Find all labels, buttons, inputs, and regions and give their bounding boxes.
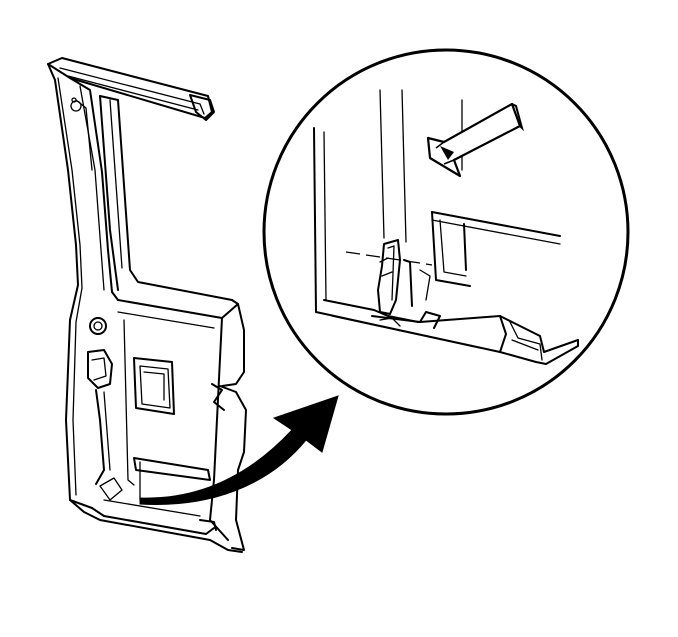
door-frame-panel — [47, 57, 247, 553]
direction-arrow — [426, 102, 524, 178]
detail-callout-circle — [262, 48, 630, 416]
callout-arrow — [139, 395, 339, 505]
